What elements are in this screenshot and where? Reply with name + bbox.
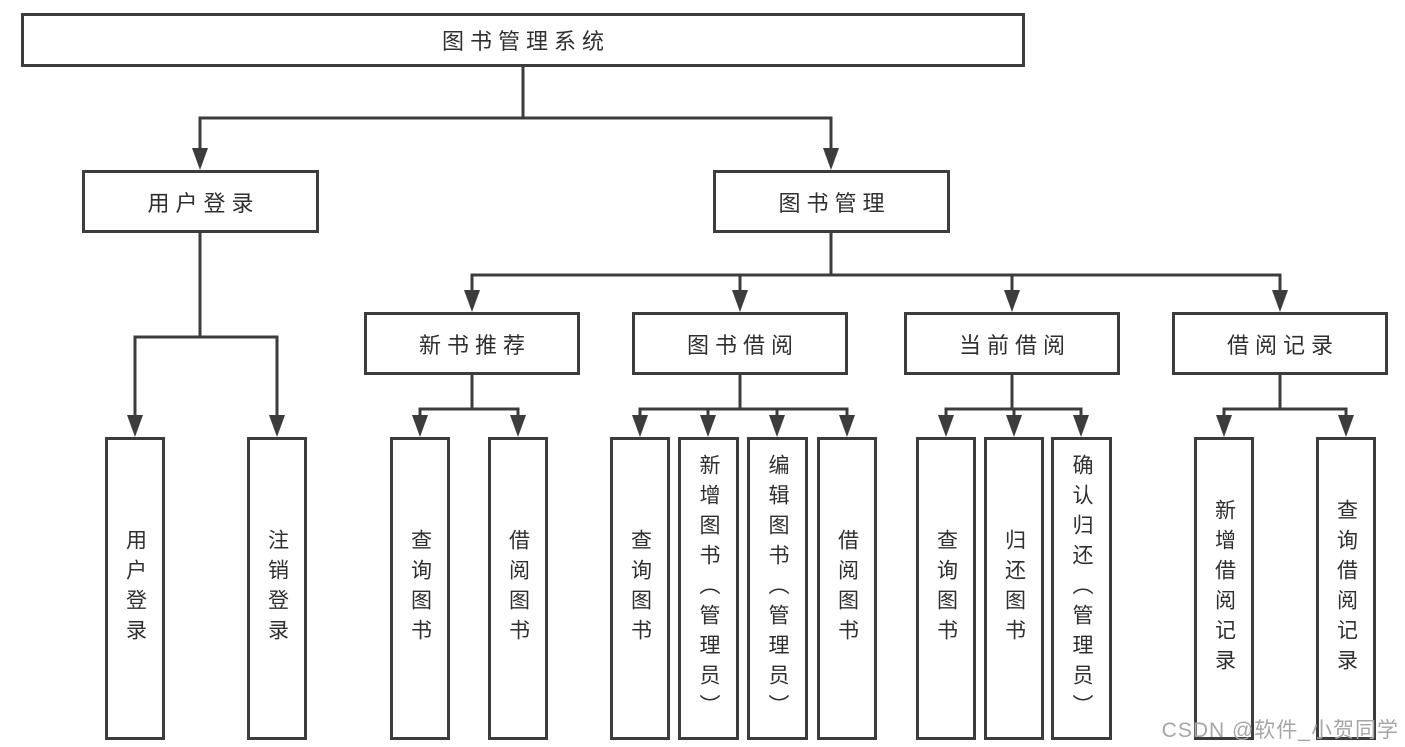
arrowhead-down-icon <box>412 415 428 437</box>
node-leaf-query-book-borrow: 查询图书 <box>610 437 670 740</box>
node-label-leaf-query-book-rec: 查询图书 <box>408 528 432 649</box>
node-label-new-book-rec: 新书推荐 <box>418 332 531 358</box>
arrowhead-down-icon <box>839 415 855 437</box>
node-label-leaf-confirm-return-admin: 确认归还（管理员） <box>1070 453 1093 724</box>
node-label-leaf-add-borrow-record: 新增借阅记录 <box>1212 498 1236 679</box>
arrowhead-down-icon <box>1073 415 1089 437</box>
node-label-book-mgmt: 图书管理 <box>778 190 891 216</box>
arrowhead-down-icon <box>1004 290 1020 312</box>
arrowhead-down-icon <box>510 415 526 437</box>
arrowhead-down-icon <box>1338 415 1354 437</box>
arrowhead-down-icon <box>1272 290 1288 312</box>
node-leaf-add-borrow-record: 新增借阅记录 <box>1194 437 1254 740</box>
node-label-leaf-add-book-admin: 新增图书（管理员） <box>697 453 720 724</box>
node-book-mgmt: 图书管理 <box>713 170 950 233</box>
node-label-leaf-return-book: 归还图书 <box>1002 528 1026 649</box>
node-leaf-edit-book-admin: 编辑图书（管理员） <box>747 437 808 740</box>
arrowhead-down-icon <box>938 415 954 437</box>
node-label-leaf-borrow-book-borrow: 借阅图书 <box>835 528 859 649</box>
node-new-book-rec: 新书推荐 <box>364 312 580 375</box>
node-leaf-confirm-return-admin: 确认归还（管理员） <box>1051 437 1112 740</box>
arrowhead-down-icon <box>769 415 785 437</box>
node-user-login: 用户登录 <box>82 170 319 233</box>
arrowhead-down-icon <box>127 415 143 437</box>
arrowhead-down-icon <box>464 290 480 312</box>
node-label-user-login: 用户登录 <box>147 190 260 216</box>
node-label-root: 图书管理系统 <box>441 29 610 54</box>
node-leaf-logout: 注销登录 <box>247 437 307 740</box>
arrowhead-down-icon <box>1006 415 1022 437</box>
node-leaf-query-book-rec: 查询图书 <box>390 437 450 740</box>
node-leaf-add-book-admin: 新增图书（管理员） <box>678 437 739 740</box>
node-leaf-borrow-book-rec: 借阅图书 <box>488 437 548 740</box>
arrowhead-down-icon <box>192 148 208 170</box>
arrowhead-down-icon <box>700 415 716 437</box>
node-label-current-borrow: 当前借阅 <box>958 332 1071 358</box>
node-root: 图书管理系统 <box>21 13 1025 67</box>
arrowhead-down-icon <box>269 415 285 437</box>
arrowhead-down-icon <box>1216 415 1232 437</box>
node-label-book-borrow: 图书借阅 <box>686 332 799 358</box>
node-label-leaf-edit-book-admin: 编辑图书（管理员） <box>766 453 789 724</box>
node-label-leaf-query-book-current: 查询图书 <box>934 528 958 649</box>
arrowhead-down-icon <box>632 415 648 437</box>
node-leaf-query-book-current: 查询图书 <box>916 437 976 740</box>
node-label-borrow-record: 借阅记录 <box>1226 332 1339 358</box>
node-leaf-query-borrow-record: 查询借阅记录 <box>1316 437 1376 740</box>
node-leaf-return-book: 归还图书 <box>984 437 1044 740</box>
node-label-leaf-borrow-book-rec: 借阅图书 <box>506 528 530 649</box>
node-label-leaf-user-login: 用户登录 <box>123 528 147 649</box>
node-current-borrow: 当前借阅 <box>904 312 1120 375</box>
arrowhead-down-icon <box>732 290 748 312</box>
arrowhead-down-icon <box>823 148 839 170</box>
node-book-borrow: 图书借阅 <box>632 312 848 375</box>
node-label-leaf-query-borrow-record: 查询借阅记录 <box>1334 498 1358 679</box>
node-borrow-record: 借阅记录 <box>1172 312 1388 375</box>
node-label-leaf-logout: 注销登录 <box>265 528 289 649</box>
node-leaf-borrow-book-borrow: 借阅图书 <box>817 437 877 740</box>
node-leaf-user-login: 用户登录 <box>105 437 165 740</box>
node-label-leaf-query-book-borrow: 查询图书 <box>628 528 652 649</box>
